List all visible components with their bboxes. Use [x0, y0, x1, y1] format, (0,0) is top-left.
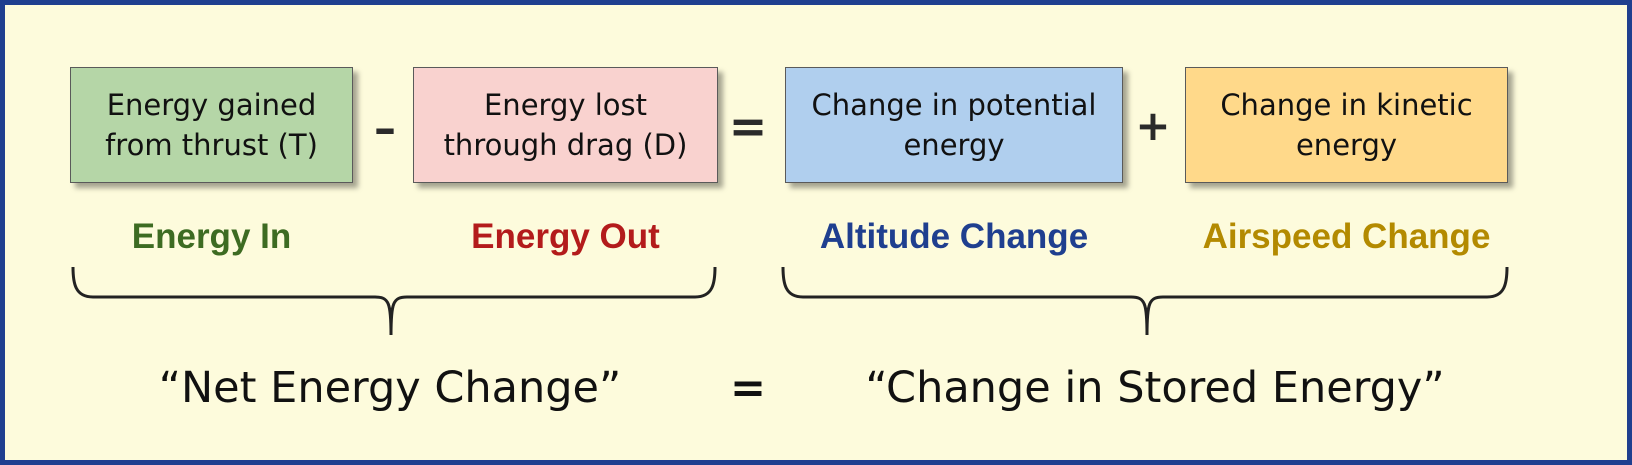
- altitude-change-label: Altitude Change: [819, 217, 1089, 256]
- minus-operator: –: [374, 103, 396, 154]
- left-brace: [71, 266, 717, 336]
- thrust-energy-box: Energy gained from thrust (T): [70, 67, 353, 183]
- drag-energy-text: Energy lost through drag (D): [443, 88, 688, 162]
- right-brace: [781, 266, 1509, 336]
- kinetic-energy-box: Change in kinetic energy: [1185, 67, 1508, 183]
- energy-in-label: Energy In: [131, 217, 292, 256]
- potential-energy-box: Change in potential energy: [785, 67, 1123, 183]
- energy-out-label: Energy Out: [471, 217, 660, 256]
- braces-layer: [71, 266, 1509, 336]
- plus-operator: +: [1135, 101, 1171, 150]
- thrust-energy-text: Energy gained from thrust (T): [105, 88, 318, 162]
- kinetic-energy-text: Change in kinetic energy: [1220, 88, 1473, 162]
- potential-energy-text: Change in potential energy: [811, 88, 1097, 162]
- summary-equals-operator: =: [729, 363, 767, 413]
- net-energy-change-label: “Net Energy Change”: [158, 363, 622, 413]
- drag-energy-box: Energy lost through drag (D): [413, 67, 718, 183]
- stored-energy-change-label: “Change in Stored Energy”: [865, 363, 1445, 413]
- equals-operator: =: [728, 99, 768, 153]
- airspeed-change-label: Airspeed Change: [1202, 217, 1491, 256]
